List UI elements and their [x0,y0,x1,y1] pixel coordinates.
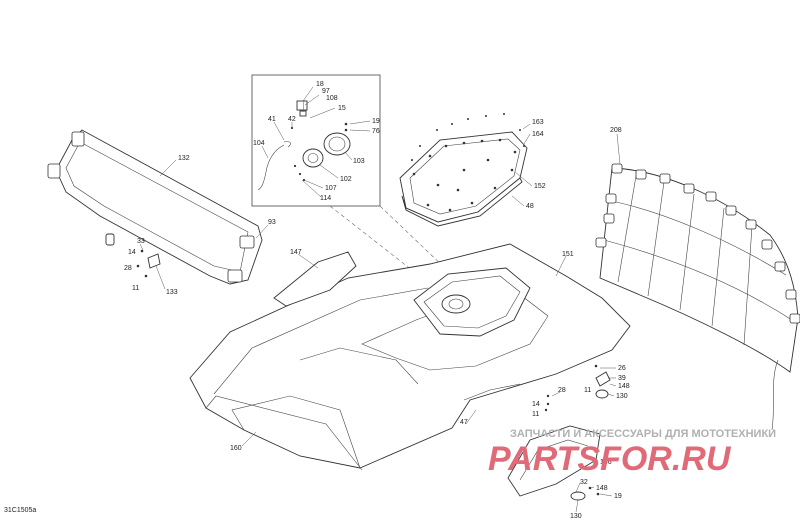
label-114: 114 [320,195,331,202]
label-76: 76 [372,128,380,135]
label-151: 151 [562,251,574,258]
side-rail: 132 93 [47,129,276,285]
label-19: 19 [614,493,622,500]
watermark: ЗАПЧАСТИ И АКСЕССУАРЫ ДЛЯ МОТОТЕХНИКИ PA… [488,428,776,478]
label-130: 130 [570,513,582,520]
label-18: 18 [316,81,324,88]
diagram-code: 31C1505a [4,507,36,514]
label-11: 11 [132,285,139,292]
rear-fin: 146 32 148 19 130 [507,425,622,520]
label-26: 26 [618,365,626,372]
watermark-caption: ЗАПЧАСТИ И АКСЕССУАРЫ ДЛЯ МОТОТЕХНИКИ [510,428,776,440]
label-108: 108 [326,95,338,102]
label-152: 152 [534,183,546,190]
label-28: 28 [124,265,132,272]
main-body-panel: 147 151 160 47 [189,243,631,471]
label-19: 19 [372,118,380,125]
label-47: 47 [460,419,468,426]
label-146: 146 [600,459,612,466]
label-130: 130 [616,393,628,400]
label-33: 33 [137,238,145,245]
label-208: 208 [610,127,622,134]
label-97: 97 [322,88,330,95]
label-103: 103 [353,158,365,165]
label-15: 15 [338,105,346,112]
label-14: 14 [128,249,136,256]
label-42: 42 [288,116,296,123]
label-107: 107 [325,185,337,192]
label-160: 160 [230,445,242,452]
bracket-hardware-left: 33 14 28 11 133 [105,233,178,296]
label-28: 28 [558,387,566,394]
label-48: 48 [526,203,534,210]
cargo-net: 208 [595,127,800,431]
label-14: 14 [532,401,540,408]
label-104: 104 [253,140,265,147]
label-148: 148 [618,383,630,390]
label-132: 132 [178,155,190,162]
label-11: 11 [584,387,591,394]
label-102: 102 [340,176,352,183]
hatch-cover: 163 164 152 48 [399,113,546,227]
bracket-hardware-right: 26 39 148 11 130 28 14 11 [532,364,630,418]
label-32: 32 [580,479,588,486]
label-147: 147 [290,249,302,256]
label-148: 148 [596,485,608,492]
label-41: 41 [268,116,276,123]
label-164: 164 [532,131,544,138]
label-93: 93 [268,219,276,226]
label-11: 11 [532,411,539,418]
label-39: 39 [618,375,626,382]
label-133: 133 [166,289,178,296]
inset-detail-box: 18 97 108 15 19 76 41 42 104 103 102 107… [251,74,471,293]
label-163: 163 [532,119,544,126]
watermark-brand: PARTSFOR.RU [488,440,732,478]
